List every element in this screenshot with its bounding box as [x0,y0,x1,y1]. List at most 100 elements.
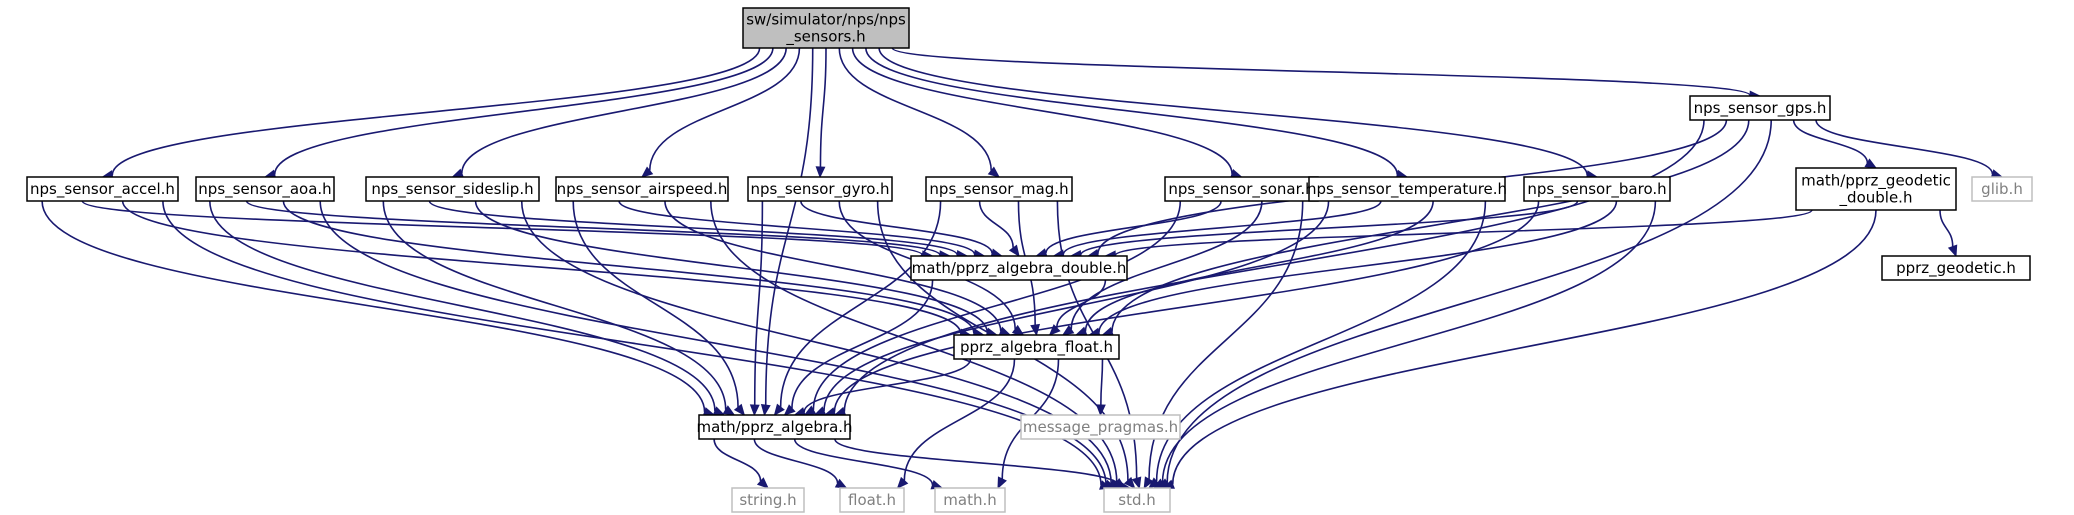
edge-gyro-to-algebra [753,200,764,406]
node-label: message_pragmas.h [1023,418,1178,437]
node-box [1689,95,1831,121]
edge-sonar-to-algebra_float [1070,200,1263,330]
node-label: _sensors.h [785,28,865,47]
node-temperature[interactable]: nps_sensor_temperature.h [1307,176,1507,202]
edge-aoa-to-algebra [209,200,716,412]
node-box [742,7,910,49]
node-glib: glib.h [1971,176,2033,202]
node-box [839,487,905,513]
node-label: math/pprz_algebra_double.h [912,259,1127,278]
arrowhead-algebra_float-to-float [896,476,909,489]
node-box [26,176,179,202]
node-box [953,334,1120,360]
node-label: pprz_geodetic.h [1896,259,2016,278]
node-baro[interactable]: nps_sensor_baro.h [1523,176,1671,202]
node-mag[interactable]: nps_sensor_mag.h [925,176,1073,202]
node-sonar[interactable]: nps_sensor_sonar.h [1164,176,1319,202]
edge-accel-to-algebra [41,200,706,412]
node-airspeed[interactable]: nps_sensor_airspeed.h [555,176,729,202]
node-box [1795,167,1957,211]
edge-temperature-to-algebra_float [1084,200,1434,332]
edge-root-to-baro [878,47,1588,176]
node-box [1523,176,1671,202]
node-algebra-float[interactable]: pprz_algebra_float.h [953,334,1120,360]
node-label: nps_sensor_accel.h [30,180,175,199]
node-label: nps_sensor_sideslip.h [371,180,533,199]
edge-geodetic_double-to-algebra_double [1114,209,1813,257]
node-box [731,487,805,513]
node-box [365,176,540,202]
edge-mag-to-algebra [779,200,942,408]
edge-algebra-to-string [713,438,762,482]
node-box [1020,414,1181,440]
arrowhead-mag-to-std [1131,476,1142,490]
node-gyro[interactable]: nps_sensor_gyro.h [747,176,893,202]
arrowhead-algebra_float-to-message_pragmas [1095,404,1106,417]
edge-mag-to-algebra_double [978,200,1014,248]
node-math: math.h [934,487,1006,513]
edge-sonar-to-algebra_double [1045,200,1222,254]
node-label: _double.h [1839,189,1913,208]
node-accel[interactable]: nps_sensor_accel.h [26,176,179,202]
node-geodetic[interactable]: pprz_geodetic.h [1881,255,2031,281]
node-message-pragmas: message_pragmas.h [1020,414,1181,440]
arrowhead-algebra_float-to-math [997,476,1007,490]
node-box [195,176,335,202]
node-root[interactable]: sw/simulator/nps/nps_sensors.h [742,7,910,49]
node-label: nps_sensor_airspeed.h [557,180,728,199]
edge-baro-to-algebra_float [1098,200,1618,333]
edge-accel-to-algebra_float [121,200,962,334]
node-label: std.h [1118,491,1156,509]
node-label: nps_sensor_aoa.h [198,180,331,199]
node-algebra-double[interactable]: math/pprz_algebra_double.h [910,255,1128,281]
edge-algebra_float-to-float [903,358,1016,481]
edge-aoa-to-algebra_double [245,200,941,256]
node-label: nps_sensor_sonar.h [1168,180,1314,199]
arrowhead-airspeed-to-algebra [733,403,746,417]
arrowhead-geodetic_double-to-geodetic [1947,244,1958,258]
node-label: glib.h [1981,180,2023,198]
node-string: string.h [731,487,805,513]
edge-algebra_float-to-algebra [803,358,972,413]
node-gps[interactable]: nps_sensor_gps.h [1689,95,1831,121]
arrowhead-sideslip-to-algebra [722,405,736,416]
edge-algebra-to-math [793,438,934,486]
edge-root-to-gyro [819,47,827,168]
edge-baro-to-algebra_double [1079,200,1579,256]
edge-root-to-aoa [273,47,774,175]
node-sideslip[interactable]: nps_sensor_sideslip.h [365,176,540,202]
node-label: sw/simulator/nps/nps [746,11,906,29]
arrowhead-sonar-to-algebra_float [1061,325,1075,336]
edge-algebra_double-to-algebra_float [1056,279,1107,329]
node-geodetic-double[interactable]: math/pprz_geodetic_double.h [1795,167,1957,211]
node-label: math.h [943,491,996,509]
node-algebra[interactable]: math/pprz_algebra.h [696,414,853,440]
edge-sideslip-to-algebra_float [474,200,989,333]
edge-root-to-gps [891,47,1751,97]
node-label: float.h [848,491,896,509]
edge-geodetic_double-to-std [1171,209,1877,485]
node-label: string.h [739,491,796,509]
node-label: nps_sensor_temperature.h [1307,180,1507,199]
edge-gps-to-std [1166,119,1772,483]
node-box [747,176,893,202]
arrowhead-sonar-to-std [1143,476,1154,490]
edge-root-to-mag [838,47,993,171]
edge-root-to-airspeed [648,47,801,171]
node-box [1164,176,1319,202]
graph-nodes: sw/simulator/nps/nps_sensors.h nps_sensor… [26,7,2033,513]
arrowhead-algebra_double-to-algebra [783,404,796,416]
edge-aoa-to-algebra_float [282,200,975,334]
edge-root-to-sideslip [461,47,787,174]
node-std: std.h [1103,487,1171,513]
edge-algebra_double-to-algebra [791,279,934,409]
edge-gyro-to-algebra_double [800,200,993,254]
edge-algebra-to-float [753,438,839,484]
graph-edges [41,47,2004,492]
node-aoa[interactable]: nps_sensor_aoa.h [195,176,335,202]
node-label: nps_sensor_gps.h [1694,99,1827,118]
node-box [925,176,1073,202]
edge-gps-to-algebra [843,119,1705,412]
edge-algebra-to-std [834,438,1121,487]
